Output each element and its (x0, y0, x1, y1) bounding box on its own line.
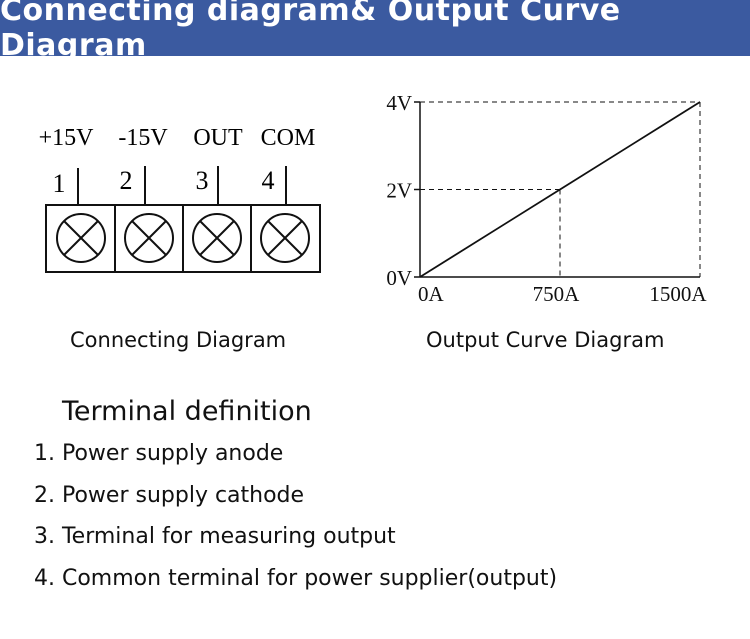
series-line (419, 101, 701, 278)
screw-terminal-icon (56, 213, 106, 263)
terminal-number-4: 4 (262, 166, 275, 195)
screw-terminal-icon (124, 213, 174, 263)
x-tick-label: 0A (418, 282, 445, 306)
terminal-label-2: -15V (118, 125, 168, 151)
x-tick-label: 1500A (649, 282, 707, 306)
terminal-number-3: 3 (196, 166, 209, 195)
terminal-definition-item: 2. Power supply cathode (34, 483, 305, 508)
y-tick-label: 2V (386, 179, 412, 203)
terminal-definition-title: Terminal definition (62, 396, 312, 427)
terminal-label-3: OUT (193, 125, 243, 151)
connecting-diagram: +15V -15V OUT COM 1 2 3 4 (39, 125, 321, 273)
terminal-label-4: COM (261, 125, 316, 151)
output-curve-caption: Output Curve Diagram (426, 328, 665, 352)
x-tick-label: 750A (533, 282, 581, 306)
screw-terminal-icon (192, 213, 242, 263)
screw-terminal-icon (260, 213, 310, 263)
header-banner: Connecting diagram& Output Curve Diagram (0, 0, 750, 63)
y-tick-label: 0V (386, 266, 412, 290)
page-title: Connecting diagram& Output Curve Diagram (0, 0, 621, 63)
terminal-definition-item: 1. Power supply anode (34, 441, 284, 466)
output-curve-chart: 0V 2V 4V 0A 750A 1500A (386, 91, 707, 306)
terminal-label-1: +15V (39, 125, 95, 151)
terminal-definition-item: 3. Terminal for measuring output (34, 524, 396, 549)
connecting-diagram-caption: Connecting Diagram (70, 328, 287, 352)
terminal-definition-item: 4. Common terminal for power supplier(ou… (34, 566, 558, 591)
y-tick-label: 4V (386, 91, 412, 115)
terminal-number-2: 2 (120, 166, 133, 195)
terminal-number-1: 1 (53, 169, 66, 198)
